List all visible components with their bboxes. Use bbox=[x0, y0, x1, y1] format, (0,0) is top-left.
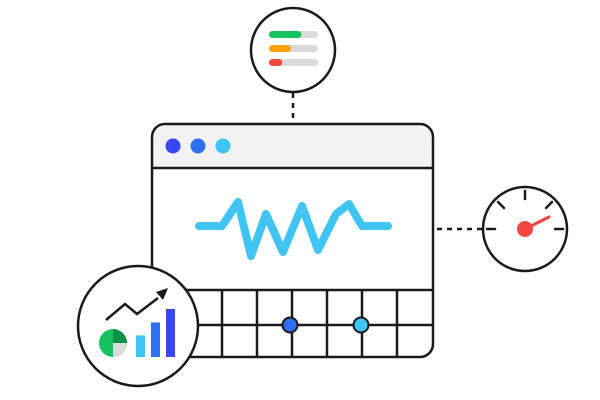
bar-chart-column bbox=[136, 335, 145, 357]
window-dot-icon bbox=[215, 138, 231, 154]
gauge-hub bbox=[517, 221, 533, 237]
waveform-icon bbox=[195, 198, 392, 260]
gauge-ticks bbox=[485, 189, 565, 231]
browser-window bbox=[150, 122, 435, 359]
trend-arrow-icon bbox=[156, 288, 168, 300]
timeline-point bbox=[281, 316, 299, 334]
window-dot-icon bbox=[190, 138, 206, 154]
pie-chart-icon bbox=[99, 329, 127, 357]
status-bar-fill-orange bbox=[269, 45, 292, 52]
trend-line-icon bbox=[105, 297, 159, 321]
status-bar-fill-red bbox=[269, 59, 283, 66]
gauge-badge bbox=[481, 185, 569, 273]
bar-chart-column bbox=[151, 322, 160, 357]
window-titlebar bbox=[153, 125, 432, 168]
status-bar-fill-green bbox=[269, 31, 302, 38]
analytics-badge bbox=[76, 264, 200, 388]
bar-chart-column bbox=[166, 309, 175, 357]
timeline-point bbox=[352, 316, 370, 334]
window-dot-icon bbox=[165, 138, 181, 154]
bar-chart-icon bbox=[136, 309, 175, 357]
status-bars-badge bbox=[249, 6, 337, 94]
